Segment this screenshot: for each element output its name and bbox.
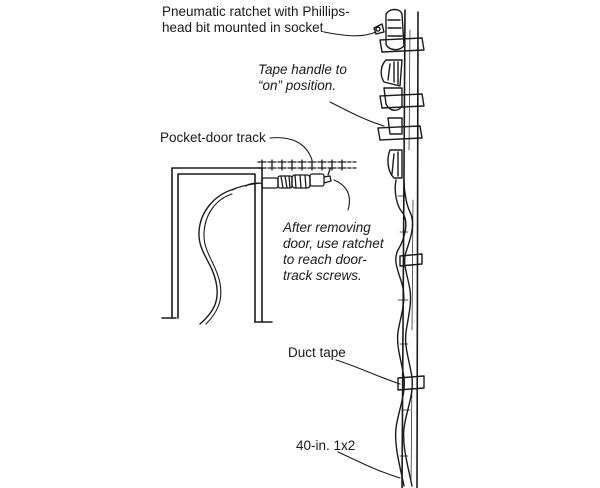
door-frame [161,167,273,323]
after-removing-label-line1: After removing [283,220,371,235]
board-1x2 [401,9,419,488]
leader-lines [269,31,401,479]
ratchet-at-track [231,168,332,191]
after-removing-label-line4: track screws. [283,268,362,283]
tape-handle-label-line1: Tape handle to [258,62,347,77]
after-removing-label-line2: door, use ratchet [283,236,384,251]
duct-tape-label: Duct tape [288,345,346,360]
air-hose-small [198,188,235,325]
air-hose-board [394,179,414,487]
ratchet-on-board [373,8,405,179]
after-removing-label-line3: to reach door- [283,252,367,267]
ratchet-label-line1: Pneumatic ratchet with Phillips- [162,4,350,19]
duct-tape-wraps [377,37,425,391]
board-label: 40-in. 1x2 [296,438,356,453]
ratchet-label-line2: head bit mounted in socket [162,20,324,35]
tape-handle-label-line2: “on” position. [258,78,337,93]
pocket-door-track-label: Pocket-door track [160,130,266,145]
pocket-door-track [257,159,359,171]
